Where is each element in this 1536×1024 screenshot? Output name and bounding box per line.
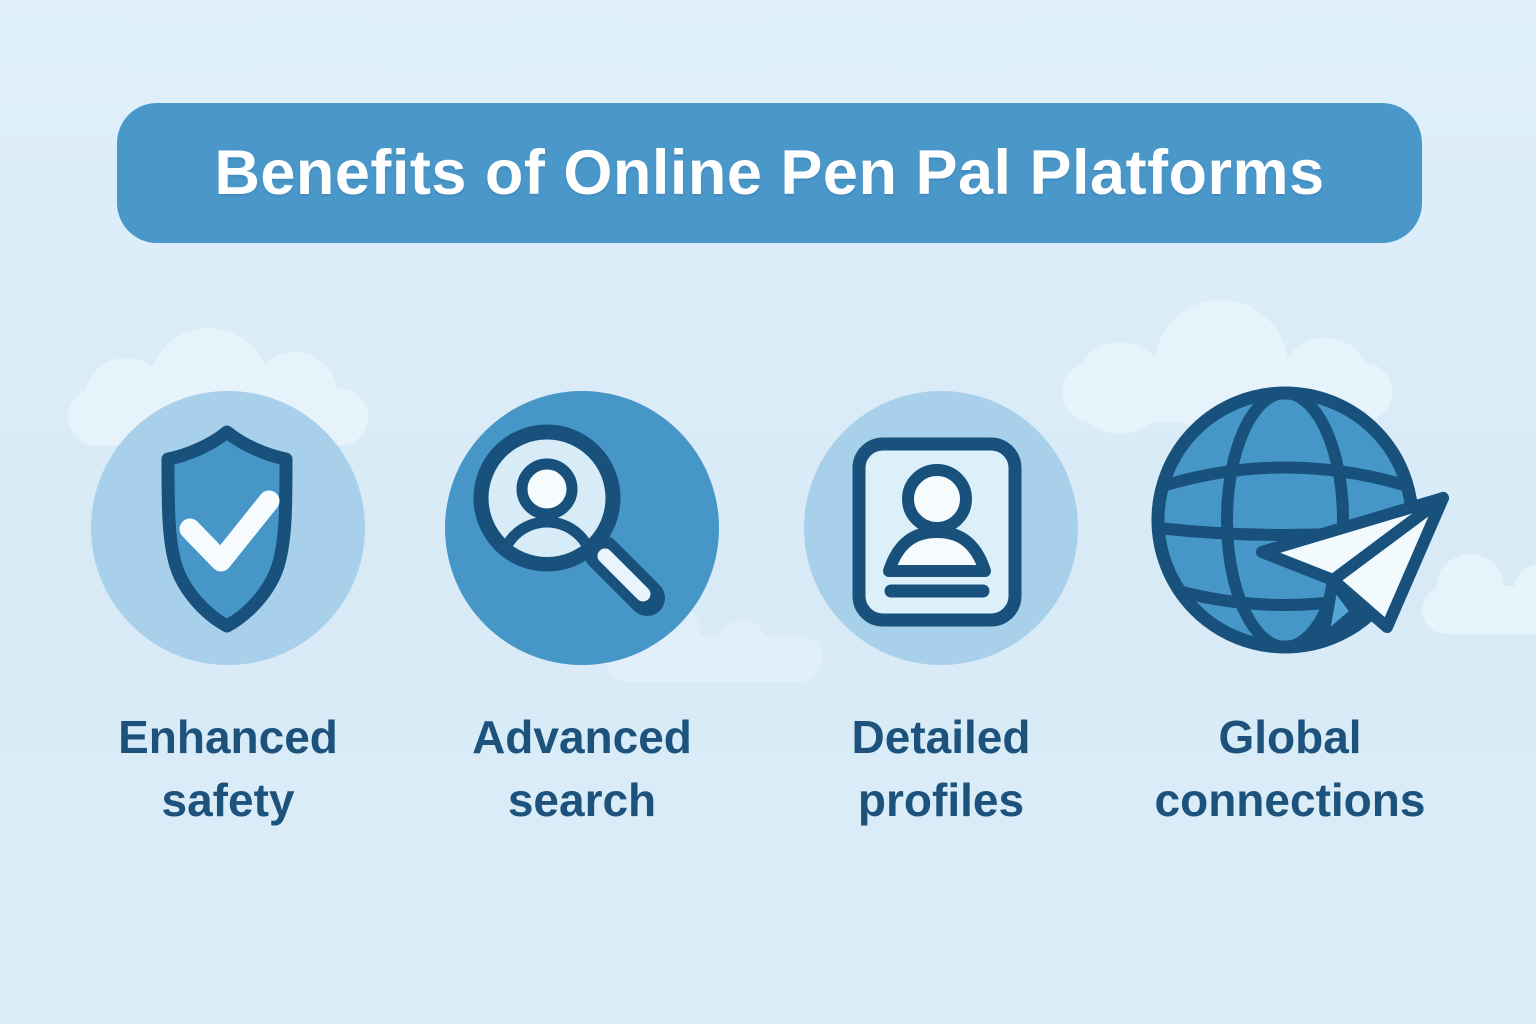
benefit-label: Advanced search — [472, 711, 692, 826]
benefit-advanced-search: Advanced search — [417, 390, 747, 831]
benefit-label: Global connections — [1154, 711, 1426, 826]
benefit-enhanced-safety: Enhanced safety — [63, 390, 393, 831]
globe-paper-plane-icon — [1151, 386, 1449, 654]
benefit-global-connections: Global connections — [1120, 386, 1460, 831]
title-banner: Benefits of Online Pen Pal Platforms — [117, 103, 1422, 243]
profile-card-icon — [804, 391, 1078, 665]
benefit-detailed-profiles: Detailed profiles — [776, 390, 1106, 831]
shield-check-icon — [91, 391, 365, 665]
benefit-label: Detailed profiles — [851, 711, 1031, 826]
page-title: Benefits of Online Pen Pal Platforms — [214, 138, 1325, 208]
benefit-label: Enhanced safety — [118, 711, 338, 826]
cloud-shape — [1422, 552, 1536, 634]
user-search-icon — [445, 391, 719, 665]
